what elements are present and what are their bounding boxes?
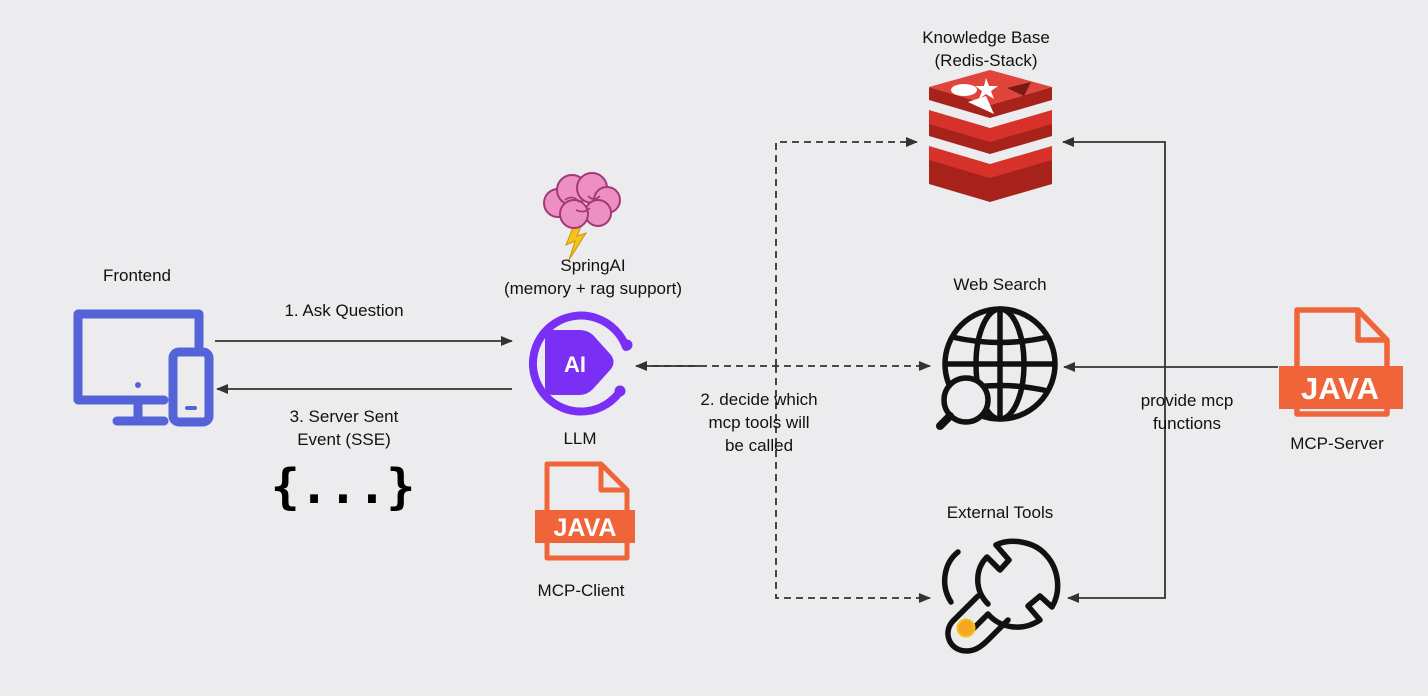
springai-label-line2: (memory + rag support): [504, 279, 682, 298]
ai-llm-icon: AI: [529, 311, 633, 416]
mcp-server-java-text: JAVA: [1301, 371, 1379, 406]
llm-knowledge-base-dashed-arrow: [775, 137, 918, 366]
ai-icon-text: AI: [564, 352, 586, 377]
decide-tools-label-line1: 2. decide which: [700, 390, 817, 409]
mcp-server-label: MCP-Server: [1290, 434, 1384, 453]
mcp-client-label: MCP-Client: [538, 581, 625, 600]
frontend-label: Frontend: [103, 266, 171, 285]
sse-payload-icon: {...}: [271, 459, 416, 515]
arrows: [215, 137, 1278, 603]
external-tools-label: External Tools: [947, 503, 1053, 522]
decide-tools-label-line3: be called: [725, 436, 793, 455]
sse-label-line1: 3. Server Sent: [290, 407, 399, 426]
web-search-label: Web Search: [953, 275, 1046, 294]
knowledge-base-label-line1: Knowledge Base: [922, 28, 1050, 47]
provide-functions-label-line2: functions: [1153, 414, 1221, 433]
frontend-node: Frontend: [73, 266, 214, 427]
globe-search-icon: [936, 306, 1058, 430]
mcp-client-java-icon: JAVA: [535, 461, 635, 561]
wrench-bolt-dot: [956, 618, 976, 638]
sse-label-line2: Event (SSE): [297, 430, 391, 449]
ask-question-label: 1. Ask Question: [284, 301, 403, 320]
llm-external-tools-dashed-arrow: [775, 366, 931, 603]
mcp-client-java-text: JAVA: [554, 514, 617, 542]
decide-tools-label-line2: mcp tools will: [708, 413, 809, 432]
redis-icon: [929, 70, 1052, 202]
mcp-server-java-icon: JAVA: [1279, 307, 1403, 417]
llm-label: LLM: [563, 429, 596, 448]
wrench-icon: [941, 538, 1061, 654]
provide-functions-label-line1: provide mcp: [1141, 391, 1234, 410]
devices-icon: [73, 309, 214, 427]
brain-icon: [543, 172, 621, 261]
mcp-server-knowledge-base-arrow: [1062, 137, 1166, 367]
springai-label-line1: SpringAI: [560, 256, 625, 275]
mcp-server-external-tools-arrow: [1067, 367, 1166, 603]
knowledge-base-label-line2: (Redis-Stack): [935, 51, 1038, 70]
